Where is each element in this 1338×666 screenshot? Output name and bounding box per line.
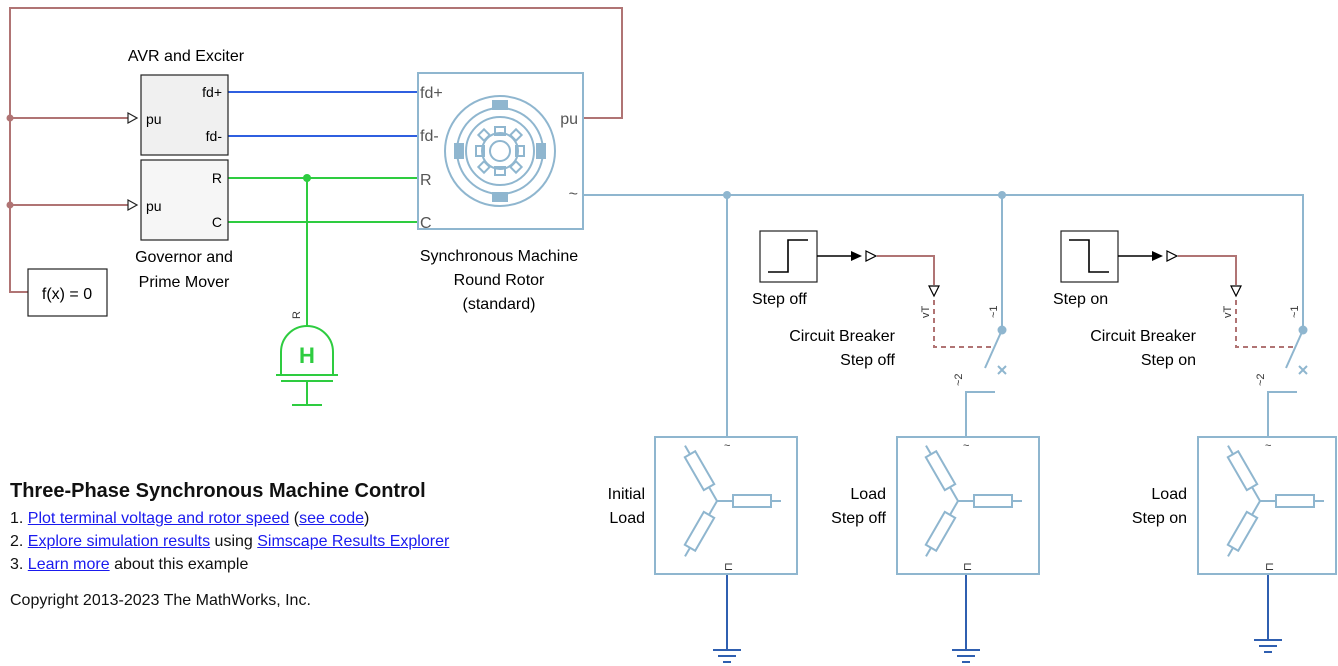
step-off-label: Step off (752, 291, 807, 308)
cb-on-port-1: ~1 (1289, 305, 1301, 318)
cb-on-port-2: ~2 (1255, 373, 1267, 386)
step-off-block[interactable]: Step off (752, 230, 878, 308)
doc-item-3: 3. Learn more about this example (10, 553, 610, 576)
cb-off-port-1: ~1 (988, 305, 1000, 318)
doc-item-text: using (210, 533, 258, 550)
cb-on-title-2: Step on (1141, 352, 1196, 369)
load-initial-block[interactable]: ~ ⊏ Initial Load (608, 436, 798, 575)
learn-more-link[interactable]: Learn more (27, 556, 110, 573)
load-step-off-block[interactable]: ~ ⊏ Load Step off (831, 436, 1040, 575)
ground-icon (951, 649, 981, 663)
load-on-title-2: Step on (1132, 510, 1187, 527)
step-on-label: Step on (1053, 291, 1108, 308)
sm-port-tilde: ~ (569, 186, 578, 203)
load-off-title-1: Load (850, 486, 886, 503)
field-wires (228, 91, 418, 137)
cb-off-title-1: Circuit Breaker (789, 328, 895, 345)
ground-icon (712, 649, 742, 663)
cb-off-port-vt: vT (920, 306, 932, 319)
mechanical-reference-block[interactable]: R H (276, 311, 338, 406)
doc-item-num: 1. (10, 510, 24, 527)
load-initial-port-bottom: ⊏ (724, 561, 733, 573)
mechanical-wires (228, 174, 418, 330)
sm-port-pu: pu (560, 111, 578, 128)
load-off-title-2: Step off (831, 510, 886, 527)
load-on-port-top: ~ (1265, 440, 1271, 452)
cb-off-title-2: Step off (840, 352, 895, 369)
example-doc-panel: Three-Phase Synchronous Machine Control … (10, 480, 610, 610)
load-initial-title-2: Load (609, 510, 645, 527)
sm-title-3: (standard) (463, 296, 536, 313)
governor-block[interactable]: pu R C Governor and Prime Mover (135, 159, 233, 291)
avr-title: AVR and Exciter (128, 48, 245, 65)
machine-icon (444, 95, 556, 207)
doc-item-text: about this example (109, 556, 249, 573)
doc-item-2: 2. Explore simulation results using Sims… (10, 530, 610, 553)
cb-on-port-vt: vT (1222, 306, 1234, 319)
electrical-bus (583, 191, 1308, 437)
synchronous-machine-block[interactable]: fd+ fd- R C pu ~ Synchronous Machine Rou… (417, 72, 584, 313)
load-initial-title-1: Initial (608, 486, 645, 503)
doc-item-num: 3. (10, 556, 24, 573)
doc-item-num: 2. (10, 533, 24, 550)
sm-title-1: Synchronous Machine (420, 248, 578, 265)
signal-wires (6, 7, 1297, 348)
load-off-port-bottom: ⊏ (963, 561, 972, 573)
gov-port-r: R (212, 170, 222, 186)
load-on-port-bottom: ⊏ (1265, 561, 1274, 573)
gov-title-1: Governor and (135, 249, 233, 266)
load-initial-port-top: ~ (724, 440, 730, 452)
plot-link[interactable]: Plot terminal voltage and rotor speed (27, 510, 290, 527)
avr-port-fd-minus: fd- (206, 128, 223, 144)
results-explorer-link[interactable]: Simscape Results Explorer (257, 533, 450, 550)
doc-item-1: 1. Plot terminal voltage and rotor speed… (10, 507, 610, 530)
sm-title-2: Round Rotor (454, 272, 545, 289)
circuit-breaker-step-on[interactable]: vT ~1 ~2 Circuit Breaker Step on (1090, 285, 1301, 386)
doc-item-text: ( (289, 510, 300, 527)
ground-wires (726, 574, 1269, 650)
cb-on-title-1: Circuit Breaker (1090, 328, 1196, 345)
gov-title-2: Prime Mover (139, 274, 230, 291)
see-code-link[interactable]: see code (299, 510, 364, 527)
ground-icon (1253, 639, 1283, 653)
doc-item-text: ) (364, 510, 370, 527)
fx-label: f(x) = 0 (42, 286, 92, 303)
explore-results-link[interactable]: Explore simulation results (27, 533, 211, 550)
gov-in-port: pu (146, 198, 162, 214)
avr-port-fd-plus: fd+ (202, 84, 222, 100)
circuit-breaker-step-off[interactable]: vT ~1 ~2 Circuit Breaker Step off (789, 285, 1000, 386)
ref-symbol: H (299, 343, 315, 368)
solver-config-block[interactable]: f(x) = 0 (27, 268, 108, 317)
load-step-on-block[interactable]: ~ ⊏ Load Step on (1132, 436, 1337, 575)
gov-port-c: C (212, 214, 222, 230)
load-on-title-1: Load (1151, 486, 1187, 503)
step-on-block[interactable]: Step on (1053, 230, 1179, 308)
sm-port-fd-minus: fd- (420, 128, 439, 145)
avr-exciter-block[interactable]: AVR and Exciter pu fd+ fd- (128, 48, 245, 156)
sm-port-r: R (420, 172, 432, 189)
doc-title: Three-Phase Synchronous Machine Control (10, 480, 426, 502)
cb-off-port-2: ~2 (953, 373, 965, 386)
copyright: Copyright 2013-2023 The MathWorks, Inc. (10, 592, 311, 609)
load-off-port-top: ~ (963, 440, 969, 452)
avr-in-port: pu (146, 111, 162, 127)
sm-port-fd-plus: fd+ (420, 85, 443, 102)
ref-port-r: R (291, 311, 303, 319)
sm-port-c: C (420, 215, 432, 232)
